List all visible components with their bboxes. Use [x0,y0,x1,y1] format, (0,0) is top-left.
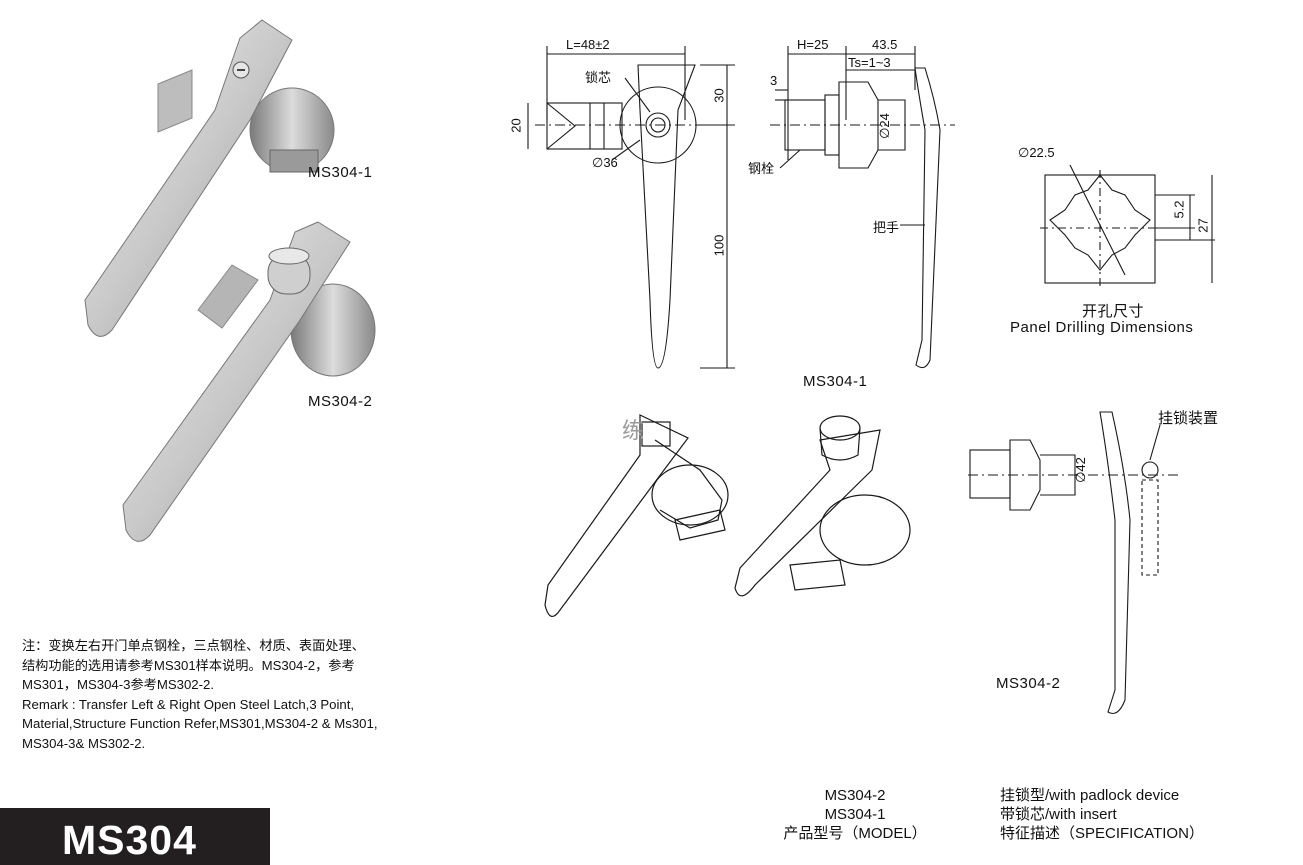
handle-body [122,221,351,542]
panel-drilling-drawing [1040,164,1215,290]
model-title: MS304 [62,817,197,863]
drill-dim-52-label: 5.2 [1171,200,1187,219]
photo-ms304-2 [122,221,376,542]
model-title-box: MS304 [0,808,270,865]
note-line-2: 结构功能的选用请参考MS301样本说明。MS304-2，参考 [22,657,355,673]
dim-24-label: ∅24 [876,113,892,139]
note-line-1: 注：变换左右开门单点钢栓，三点钢栓、材质、表面处理、 [22,638,365,653]
spec-header: 特征描述（SPECIFICATION） [1000,825,1204,842]
handle-body [84,19,293,337]
latch-label: 钢栓 [748,161,775,176]
padlock-dim-42-label: ∅42 [1072,457,1088,483]
iso-drawing-ms304-2 [734,415,911,597]
front-view-drawing [527,46,735,369]
photo-label-ms304-2: MS304-2 [308,393,373,410]
lock-nut [269,149,319,173]
dim-diameter-36-label: ∅36 [592,155,618,170]
spec-description-column: 挂锁型/with padlock device 带锁芯/with insert … [1000,786,1250,843]
side-view-drawing [770,46,955,369]
drill-title-cn: 开孔尺寸 [1082,303,1145,320]
model-row-1: MS304-2 [824,787,886,804]
note-line-6: MS304-3& MS302-2. [22,735,146,751]
drill-diameter-label: ∅22.5 [1018,145,1055,160]
watermark-text: 练 [622,419,645,444]
spec-model-column: MS304-2 MS304-1 产品型号（MODEL） [755,786,955,843]
dim-ts-label: Ts=1~3 [848,55,891,70]
drill-title-en: Panel Drilling Dimensions [1010,319,1194,336]
dim-30-label: 30 [711,88,727,103]
note-line-5: Material,Structure Function Refer,MS301,… [22,716,378,732]
dim-total-label: 43.5 [872,37,898,52]
note-line-3: MS301，MS304-3参考MS302-2. [22,677,215,693]
photo-label-ms304-1: MS304-1 [308,164,373,181]
drill-dim-27-label: 27 [1195,218,1211,233]
dim-length-label: L=48±2 [566,37,610,52]
spec-row-1: 挂锁型/with padlock device [1000,787,1180,804]
padlock-view-drawing [968,411,1180,715]
dim-h-label: H=25 [797,37,829,52]
handle-label: 把手 [873,220,900,235]
latch-plate [157,69,193,133]
remark-note: 注：变换左右开门单点钢栓，三点钢栓、材质、表面处理、 结构功能的选用请参考MS3… [22,636,462,754]
side-view-model-label: MS304-1 [803,373,868,390]
model-header: 产品型号（MODEL） [783,825,927,842]
dim-100-label: 100 [711,234,727,257]
spec-row-2: 带锁芯/with insert [1000,806,1117,823]
photo-ms304-1 [84,19,335,337]
padlock-device-label: 挂锁装置 [1158,410,1219,427]
dim-3-label: 3 [770,73,778,88]
note-line-4: Remark : Transfer Left & Right Open Stee… [22,696,355,712]
iso-drawing-ms304-1 [544,414,729,617]
dim-20-label: 20 [508,118,524,133]
latch-plate [197,264,259,329]
core-label: 锁芯 [585,70,612,85]
model-row-2: MS304-1 [824,806,886,823]
padlock-view-model-label: MS304-2 [996,675,1061,692]
